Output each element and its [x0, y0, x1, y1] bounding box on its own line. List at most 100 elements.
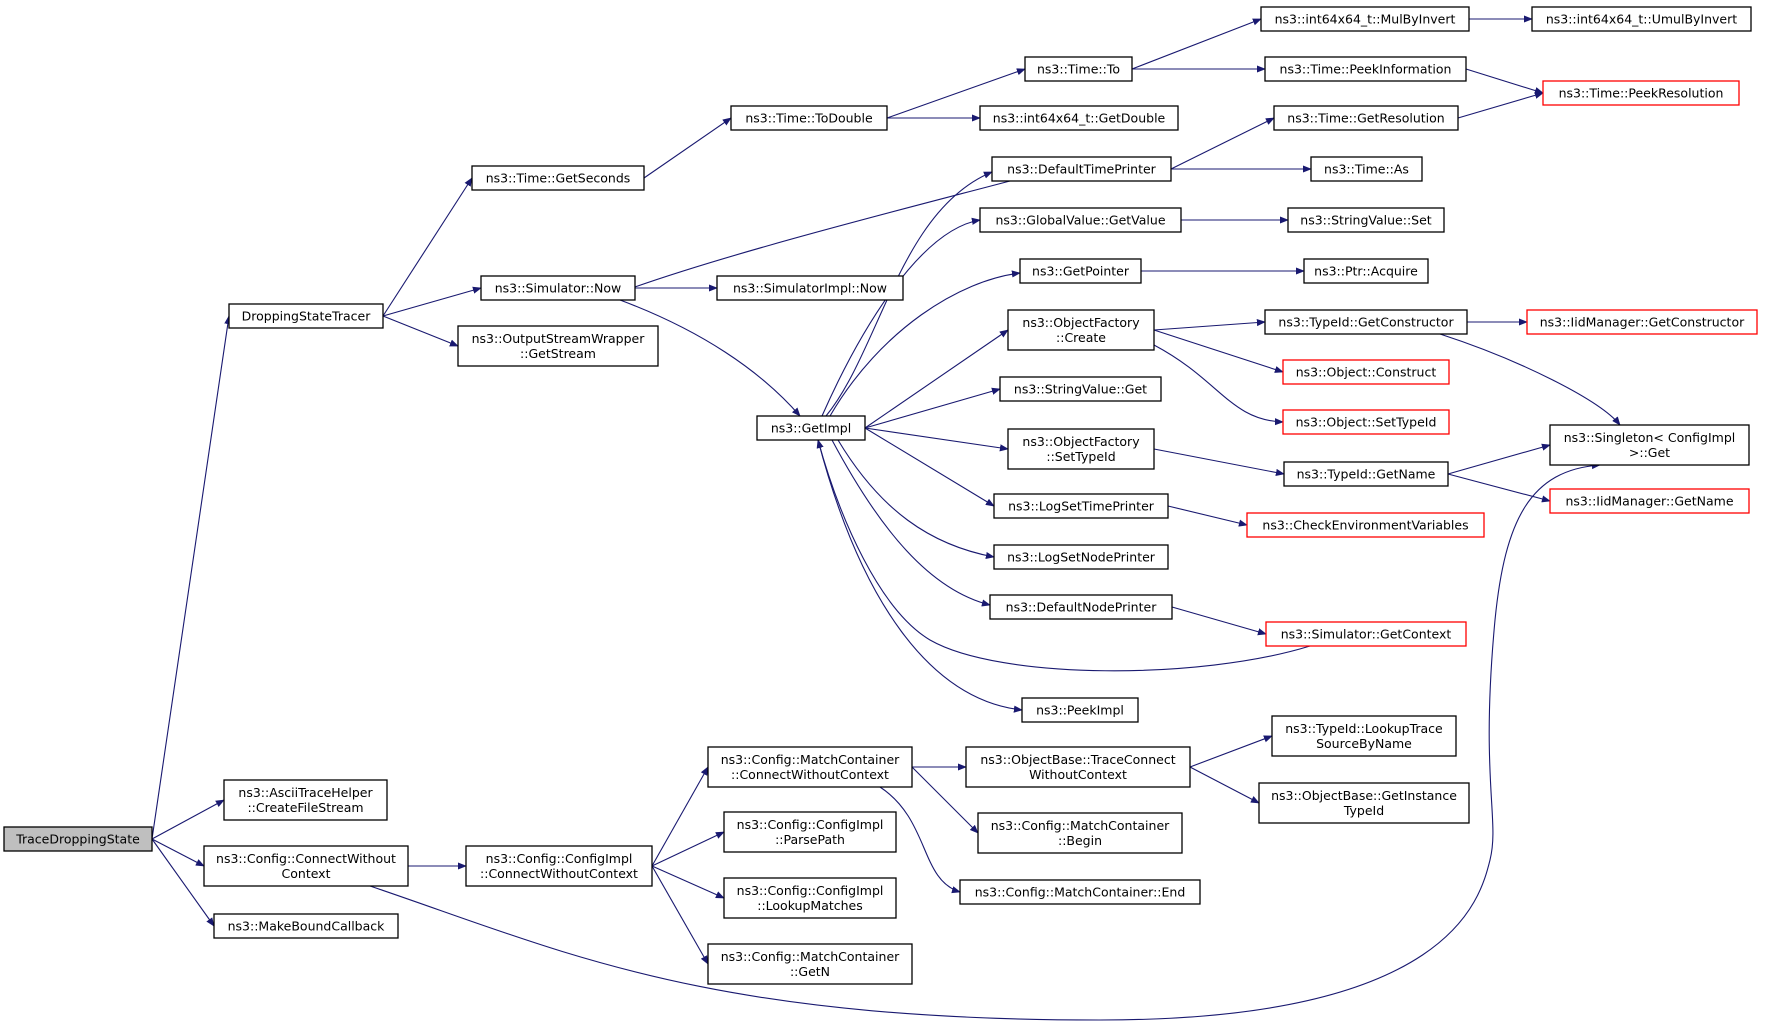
node-box[interactable]: [1303, 258, 1429, 284]
node-matchcontainer_begin[interactable]: ns3::Config::MatchContainer::Begin: [977, 812, 1183, 854]
node-box[interactable]: [1287, 207, 1445, 233]
node-box[interactable]: [457, 325, 659, 367]
node-objectfactory_create[interactable]: ns3::ObjectFactory::Create: [1007, 309, 1155, 351]
node-box[interactable]: [1264, 309, 1468, 335]
node-dropping_state_tracer[interactable]: DroppingStateTracer: [228, 303, 384, 329]
node-box[interactable]: [979, 105, 1179, 131]
node-box[interactable]: [1310, 156, 1423, 182]
node-simulatorimpl_now[interactable]: ns3::SimulatorImpl::Now: [716, 275, 904, 301]
node-box[interactable]: [1021, 697, 1139, 723]
node-box[interactable]: [1271, 715, 1457, 757]
node-box[interactable]: [716, 275, 904, 301]
node-checkenvvars[interactable]: ns3::CheckEnvironmentVariables: [1246, 512, 1485, 538]
node-box[interactable]: [723, 811, 897, 853]
node-box[interactable]: [3, 826, 153, 852]
node-box[interactable]: [991, 156, 1172, 182]
node-time_getseconds[interactable]: ns3::Time::GetSeconds: [471, 165, 645, 191]
node-box[interactable]: [1549, 424, 1750, 466]
node-box[interactable]: [1526, 309, 1758, 335]
node-box[interactable]: [1024, 56, 1133, 82]
node-box[interactable]: [756, 415, 866, 441]
node-box[interactable]: [707, 943, 913, 985]
node-outputstream_getstream[interactable]: ns3::OutputStreamWrapper::GetStream: [457, 325, 659, 367]
node-box[interactable]: [1531, 6, 1752, 32]
node-box[interactable]: [730, 105, 888, 131]
node-box[interactable]: [213, 913, 399, 939]
node-box[interactable]: [223, 779, 388, 821]
node-int64_umulbyinvert[interactable]: ns3::int64x64_t::UmulByInvert: [1531, 6, 1752, 32]
node-box[interactable]: [228, 303, 384, 329]
node-box[interactable]: [1007, 309, 1155, 351]
node-peekimpl[interactable]: ns3::PeekImpl: [1021, 697, 1139, 723]
node-box[interactable]: [1007, 428, 1155, 470]
node-box[interactable]: [1283, 461, 1449, 487]
node-box[interactable]: [1019, 258, 1142, 284]
node-box[interactable]: [707, 746, 913, 788]
node-defaulttimeprinter[interactable]: ns3::DefaultTimePrinter: [991, 156, 1172, 182]
node-box[interactable]: [203, 845, 409, 887]
node-object_construct[interactable]: ns3::Object::Construct: [1282, 359, 1450, 385]
node-singleton_get[interactable]: ns3::Singleton< ConfigImpl >::Get: [1549, 424, 1750, 466]
node-box[interactable]: [465, 845, 653, 887]
node-box[interactable]: [1282, 359, 1450, 385]
node-iidmanager_getconstructor[interactable]: ns3::IidManager::GetConstructor: [1526, 309, 1758, 335]
node-simulator_getcontext[interactable]: ns3::Simulator::GetContext: [1265, 621, 1467, 647]
node-box[interactable]: [1258, 782, 1470, 824]
node-typeid_getname[interactable]: ns3::TypeId::GetName: [1283, 461, 1449, 487]
node-box[interactable]: [989, 594, 1173, 620]
node-time_to[interactable]: ns3::Time::To: [1024, 56, 1133, 82]
node-box[interactable]: [959, 879, 1201, 905]
node-simulator_now[interactable]: ns3::Simulator::Now: [480, 275, 636, 301]
node-box[interactable]: [723, 877, 897, 919]
node-matchcontainer_getn[interactable]: ns3::Config::MatchContainer::GetN: [707, 943, 913, 985]
node-box[interactable]: [1549, 488, 1750, 514]
node-defaultnodeprinter[interactable]: ns3::DefaultNodePrinter: [989, 594, 1173, 620]
node-box[interactable]: [1542, 80, 1740, 106]
node-configimpl_lookupmatches[interactable]: ns3::Config::ConfigImpl::LookupMatches: [723, 877, 897, 919]
node-typeid_getconstructor[interactable]: ns3::TypeId::GetConstructor: [1264, 309, 1468, 335]
node-logsetnodeprinter[interactable]: ns3::LogSetNodePrinter: [993, 544, 1169, 570]
node-box[interactable]: [977, 812, 1183, 854]
node-makeboundcallback[interactable]: ns3::MakeBoundCallback: [213, 913, 399, 939]
node-ascii_createfilestream[interactable]: ns3::AsciiTraceHelper::CreateFileStream: [223, 779, 388, 821]
node-objectbase_traceconnect[interactable]: ns3::ObjectBase::TraceConnectWithoutCont…: [965, 746, 1191, 788]
node-box[interactable]: [999, 376, 1162, 402]
node-time_as[interactable]: ns3::Time::As: [1310, 156, 1423, 182]
node-getimpl[interactable]: ns3::GetImpl: [756, 415, 866, 441]
node-int64_getdouble[interactable]: ns3::int64x64_t::GetDouble: [979, 105, 1179, 131]
node-box[interactable]: [965, 746, 1191, 788]
node-matchcontainer_end[interactable]: ns3::Config::MatchContainer::End: [959, 879, 1201, 905]
node-iidmanager_getname[interactable]: ns3::IidManager::GetName: [1549, 488, 1750, 514]
node-int64_mulbyinvert[interactable]: ns3::int64x64_t::MulByInvert: [1260, 6, 1470, 32]
node-config_connectwithout[interactable]: ns3::Config::ConnectWithoutContext: [203, 845, 409, 887]
node-box[interactable]: [993, 493, 1169, 519]
node-box[interactable]: [1273, 105, 1459, 131]
node-stringvalue_get[interactable]: ns3::StringValue::Get: [999, 376, 1162, 402]
node-box[interactable]: [1246, 512, 1485, 538]
node-box[interactable]: [471, 165, 645, 191]
node-ptr_acquire[interactable]: ns3::Ptr::Acquire: [1303, 258, 1429, 284]
node-box[interactable]: [993, 544, 1169, 570]
node-box[interactable]: [480, 275, 636, 301]
node-stringvalue_set[interactable]: ns3::StringValue::Set: [1287, 207, 1445, 233]
node-box[interactable]: [979, 207, 1182, 233]
node-logsettimeprinter[interactable]: ns3::LogSetTimePrinter: [993, 493, 1169, 519]
node-box[interactable]: [1265, 621, 1467, 647]
node-globalvalue_getvalue[interactable]: ns3::GlobalValue::GetValue: [979, 207, 1182, 233]
node-time_todouble[interactable]: ns3::Time::ToDouble: [730, 105, 888, 131]
node-configimpl_connect[interactable]: ns3::Config::ConfigImpl::ConnectWithoutC…: [465, 845, 653, 887]
node-configimpl_parsepath[interactable]: ns3::Config::ConfigImpl::ParsePath: [723, 811, 897, 853]
node-objectfactory_settypeid[interactable]: ns3::ObjectFactory::SetTypeId: [1007, 428, 1155, 470]
node-trace_dropping_state[interactable]: TraceDroppingState: [3, 826, 153, 852]
node-time_peekinformation[interactable]: ns3::Time::PeekInformation: [1264, 56, 1467, 82]
node-matchcontainer_connect[interactable]: ns3::Config::MatchContainer::ConnectWith…: [707, 746, 913, 788]
node-box[interactable]: [1282, 409, 1450, 435]
node-time_getresolution[interactable]: ns3::Time::GetResolution: [1273, 105, 1459, 131]
node-box[interactable]: [1260, 6, 1470, 32]
node-box[interactable]: [1264, 56, 1467, 82]
node-time_peekresolution[interactable]: ns3::Time::PeekResolution: [1542, 80, 1740, 106]
node-getpointer[interactable]: ns3::GetPointer: [1019, 258, 1142, 284]
node-object_settypeid[interactable]: ns3::Object::SetTypeId: [1282, 409, 1450, 435]
